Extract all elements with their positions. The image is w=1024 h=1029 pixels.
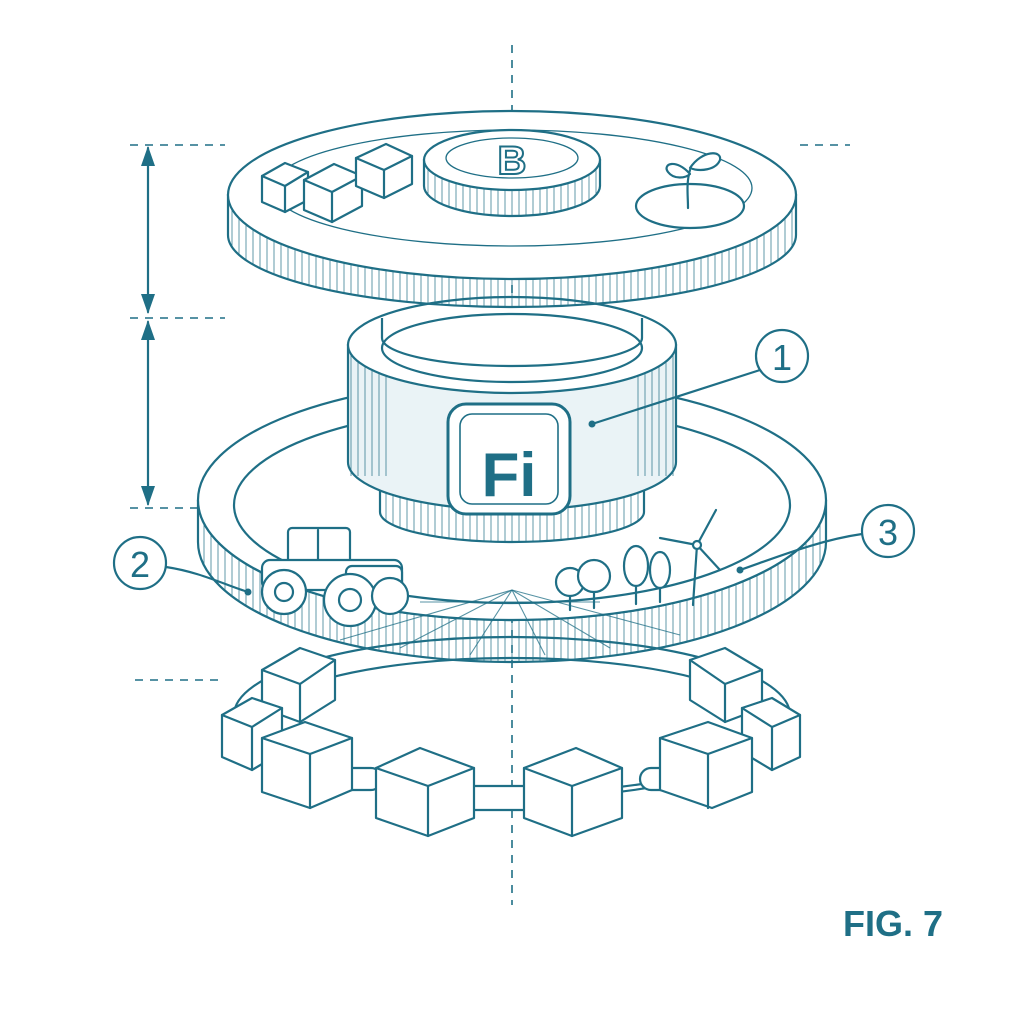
blockchain-ring [220,635,802,838]
fintech-core-cylinder: Fi [346,295,678,544]
tractor-icon [260,526,410,628]
cube-icon [658,720,754,810]
dimension-lines [130,144,850,681]
callout-number: 2 [130,544,150,585]
cube-icon [374,746,476,838]
cube-icon [522,746,624,838]
cube-icon [688,646,764,724]
wind-turbine-icon [658,508,722,607]
coin-symbol: B [498,139,527,183]
fintech-logo-icon: Fi [446,402,572,516]
figure-label: FIG. 7 [843,903,943,944]
cube-icon [302,162,364,224]
sprout-icon [634,152,746,230]
cube-icon [354,142,414,200]
callout-number: 1 [772,337,792,378]
callout-2: 2 [112,535,252,596]
callout-number: 3 [878,512,898,553]
top-coin-plate: B [226,109,798,309]
callout-3: 3 [736,503,916,574]
logo-text: Fi [481,441,536,510]
bitcoin-coin-icon: B [422,128,602,218]
tree-icon [554,544,672,612]
cube-icon [260,720,354,810]
callout-1: 1 [588,328,810,428]
